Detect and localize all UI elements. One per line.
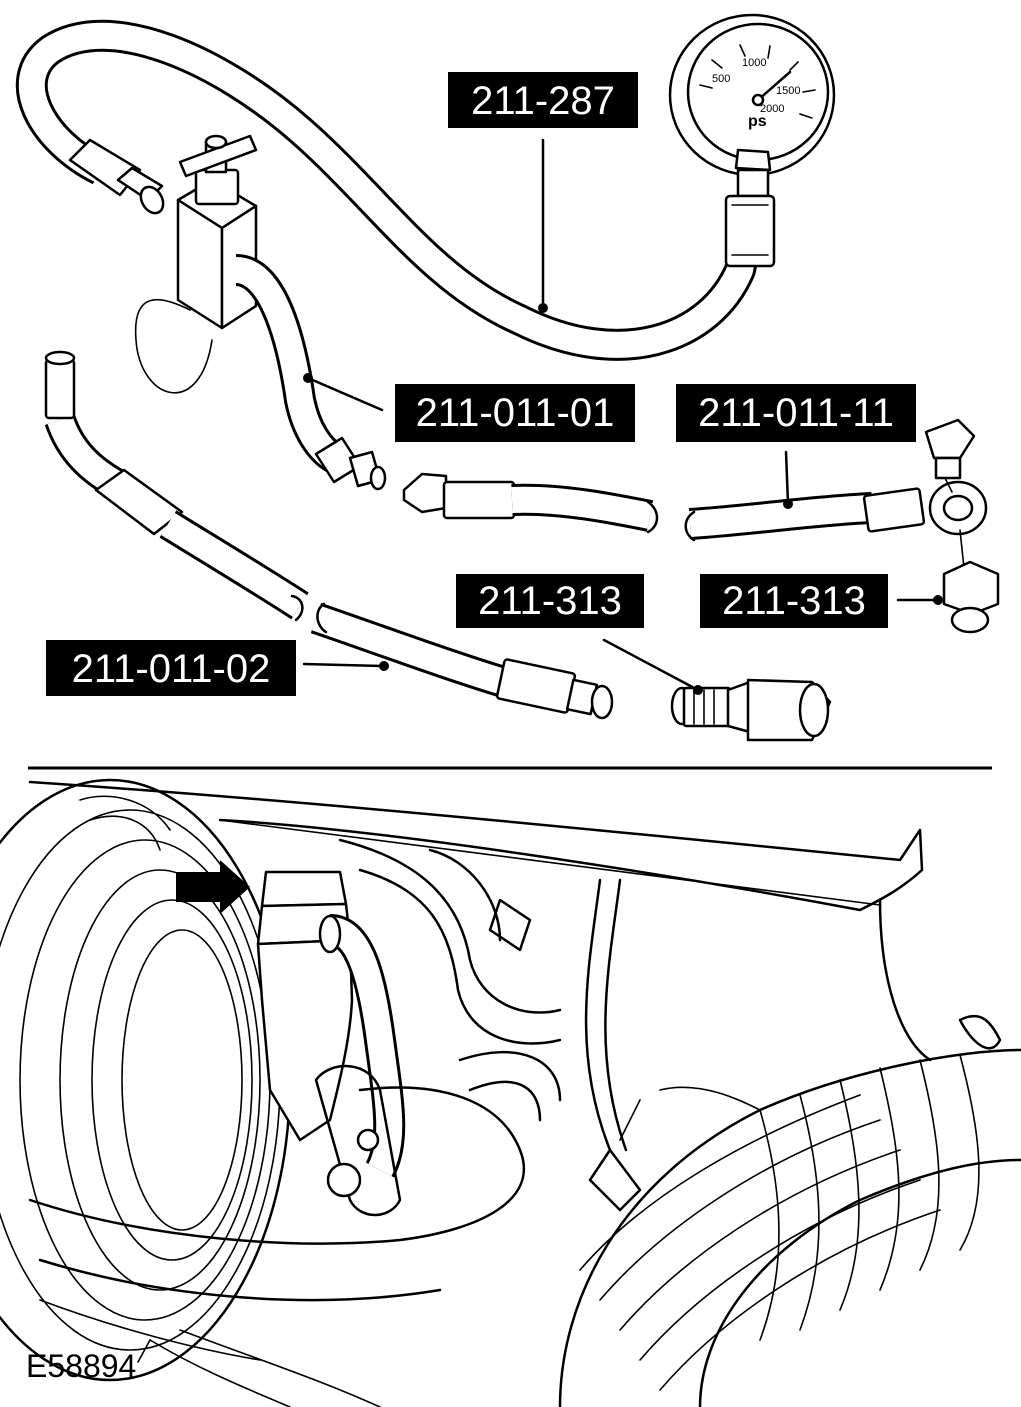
frame-beam [28,780,924,912]
gauge-hose-fitting [68,138,165,215]
callout-211-011-02: 211-011-02 [46,640,389,696]
svg-text:211-313: 211-313 [722,579,866,623]
svg-text:211-287: 211-287 [471,79,615,123]
tag-wire [134,298,213,394]
hoses-cluster [338,838,642,1212]
svg-text:211-011-11: 211-011-11 [698,391,894,435]
gauge-scale-2000: 2000 [760,103,784,115]
svg-text:211-011-01: 211-011-01 [416,391,615,435]
arrow-right-icon [176,860,250,914]
gauge-ticks [699,44,816,119]
callout-211-011-01: 211-011-01 [303,373,635,442]
callout-211-287: 211-287 [448,72,638,313]
gauge-scale-1000: 1000 [742,57,766,69]
installation-view [0,778,1021,1407]
callout-211-313-lower: 211-313 [456,574,703,695]
adapter-211-313-lower [670,678,832,742]
callout-211-313-upper-right: 211-313 [700,574,943,628]
figure-id: E58894 [26,1348,136,1384]
hose-211-011-02 [44,350,614,720]
svg-text:211-011-02: 211-011-02 [72,647,271,691]
gauge-hose [15,19,764,361]
pressure-gauge: 500 1000 1500 2000 ps [668,13,836,268]
pulley [0,778,292,1382]
exhaust-pipe [28,1086,526,1245]
gauge-scale-500: 500 [712,73,730,85]
gauge-scale-1500: 1500 [776,85,800,97]
gauge-unit-mark: ps [748,113,767,130]
steering-bellows [558,1048,1021,1407]
callout-211-011-11: 211-011-11 [676,384,916,509]
hose-211-011-01 [233,254,659,534]
callouts: 211-287 211-011-01 211-011-11 211-313 21… [46,72,943,696]
tool-kit-panel: 500 1000 1500 2000 ps [15,13,1000,742]
svg-text:211-313: 211-313 [478,579,622,623]
shutoff-valve [176,134,258,330]
pump-fitting [256,870,406,1217]
hose-211-011-11 [684,418,1000,634]
